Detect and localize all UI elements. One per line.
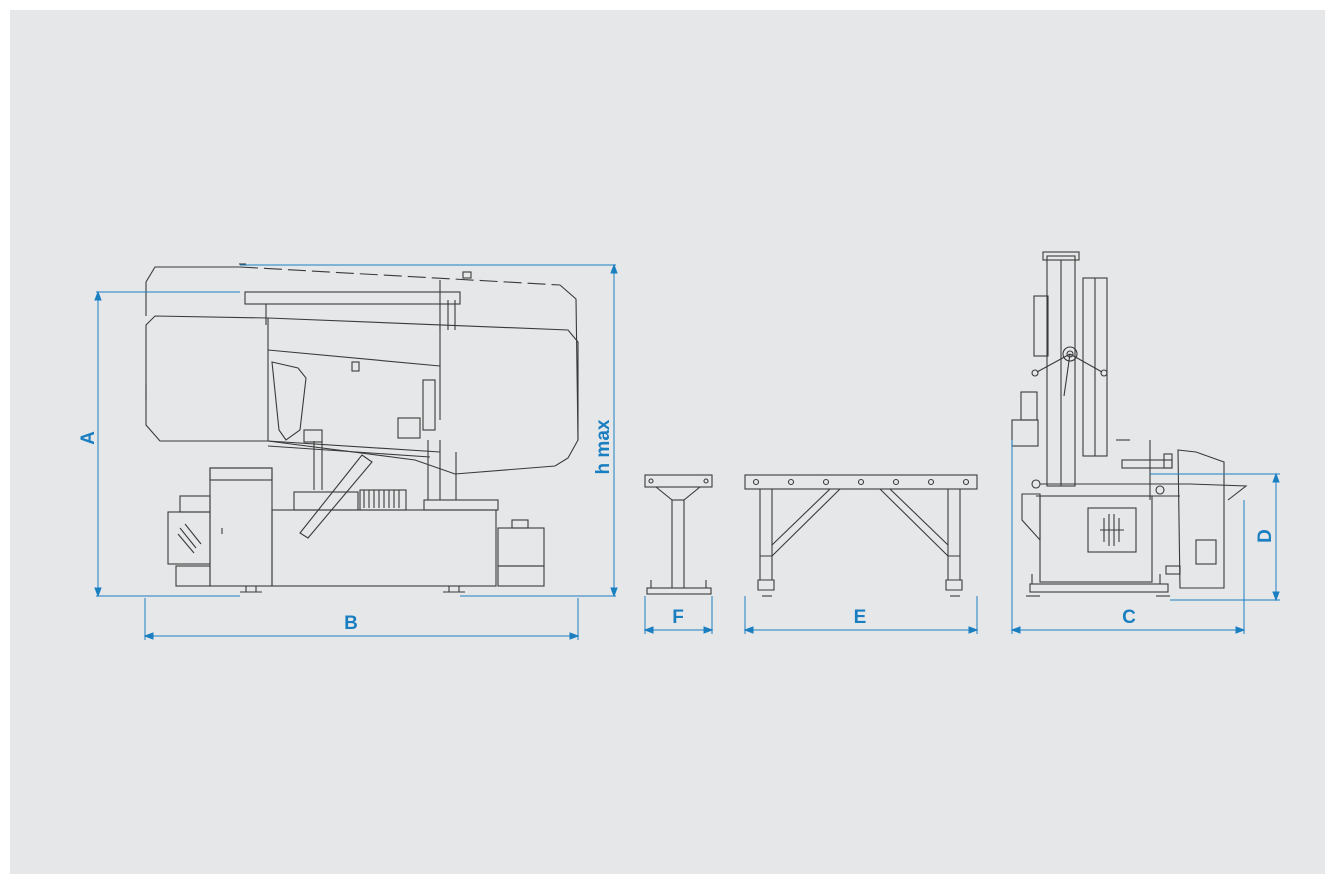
handwheel-hub xyxy=(1062,346,1078,362)
band-saw-front-view xyxy=(145,263,579,593)
blade-guide-bracket xyxy=(271,361,307,441)
label-a: A xyxy=(78,431,99,445)
side-base-plate xyxy=(1029,583,1169,593)
arm-bolt xyxy=(351,361,360,372)
roller-stand-front-view xyxy=(744,474,978,597)
dim-hmax-arrows xyxy=(610,263,618,598)
vise-screw-nut xyxy=(1163,453,1173,469)
arm-inner-line xyxy=(267,349,441,367)
column-cap xyxy=(244,291,461,305)
motor-cover xyxy=(179,495,211,513)
drawing-panel: A h max B F E C D xyxy=(10,10,1325,874)
stand-top-bar xyxy=(644,474,713,488)
raised-arm-lug xyxy=(462,271,472,279)
roller-stand-side-view xyxy=(644,474,713,595)
control-screen xyxy=(1195,539,1217,565)
pivot-pin xyxy=(1031,479,1041,489)
blade xyxy=(267,445,431,458)
stand-braces xyxy=(771,488,949,557)
lowered-saw-arm xyxy=(145,315,579,475)
gearbox-lower xyxy=(1011,419,1039,447)
stand-bolt xyxy=(650,580,707,588)
control-panel-strip xyxy=(209,467,273,481)
dimension-labels: A h max B F E C D xyxy=(78,419,1276,634)
roller-rail xyxy=(744,474,978,490)
dim-f-arrows xyxy=(643,626,714,634)
technical-drawing: A h max B F E C D xyxy=(10,10,1325,874)
raised-arm-right-edge xyxy=(559,284,579,441)
roller-hole xyxy=(648,478,654,484)
label-d: D xyxy=(1255,529,1276,543)
side-vent-panel xyxy=(1087,507,1137,553)
blade xyxy=(267,440,441,453)
handwheel-knob xyxy=(1100,369,1108,377)
hydraulic-unit-base xyxy=(497,565,545,587)
vise-block xyxy=(303,429,323,443)
stand-foot xyxy=(646,587,712,595)
band-saw-side-view xyxy=(1011,251,1248,597)
roller-hole xyxy=(703,478,709,484)
drawing-background xyxy=(10,10,1325,874)
label-h-max: h max xyxy=(593,419,614,474)
vent-icon xyxy=(177,523,202,554)
raised-arm-top-dashed xyxy=(239,266,561,286)
base-step xyxy=(175,565,211,587)
handwheel-knob xyxy=(1031,369,1039,377)
vise-head xyxy=(397,417,421,439)
drive-motor xyxy=(1033,295,1049,357)
dim-a-arrows xyxy=(94,290,102,598)
roller-holes xyxy=(752,478,970,486)
stand-legs xyxy=(759,489,961,580)
dimension-lines xyxy=(94,263,1280,640)
hydraulic-handle xyxy=(511,519,529,529)
machine-base xyxy=(271,509,497,587)
label-b: B xyxy=(344,613,358,634)
label-c: C xyxy=(1122,607,1136,628)
raised-arm-outline xyxy=(145,266,240,283)
side-bracket xyxy=(1021,493,1041,542)
label-e: E xyxy=(854,607,867,628)
coolant-hose xyxy=(299,454,373,539)
handwheel-spokes xyxy=(1036,353,1103,397)
vent-icon xyxy=(1100,514,1124,546)
control-box-label xyxy=(1165,565,1181,575)
pivot-pin xyxy=(1155,485,1165,495)
stand-feet xyxy=(757,579,963,591)
roller-bars xyxy=(363,490,400,508)
blade-guide-right xyxy=(422,379,436,431)
side-foot-bolt xyxy=(1031,574,1161,584)
label-f: F xyxy=(672,607,684,628)
dim-e-arrows xyxy=(743,626,979,634)
dim-d-arrows xyxy=(1272,472,1280,602)
control-box xyxy=(1177,449,1225,589)
dim-b-arrows xyxy=(143,632,580,640)
work-table xyxy=(1040,483,1248,501)
dim-c-arrows xyxy=(1010,626,1246,634)
